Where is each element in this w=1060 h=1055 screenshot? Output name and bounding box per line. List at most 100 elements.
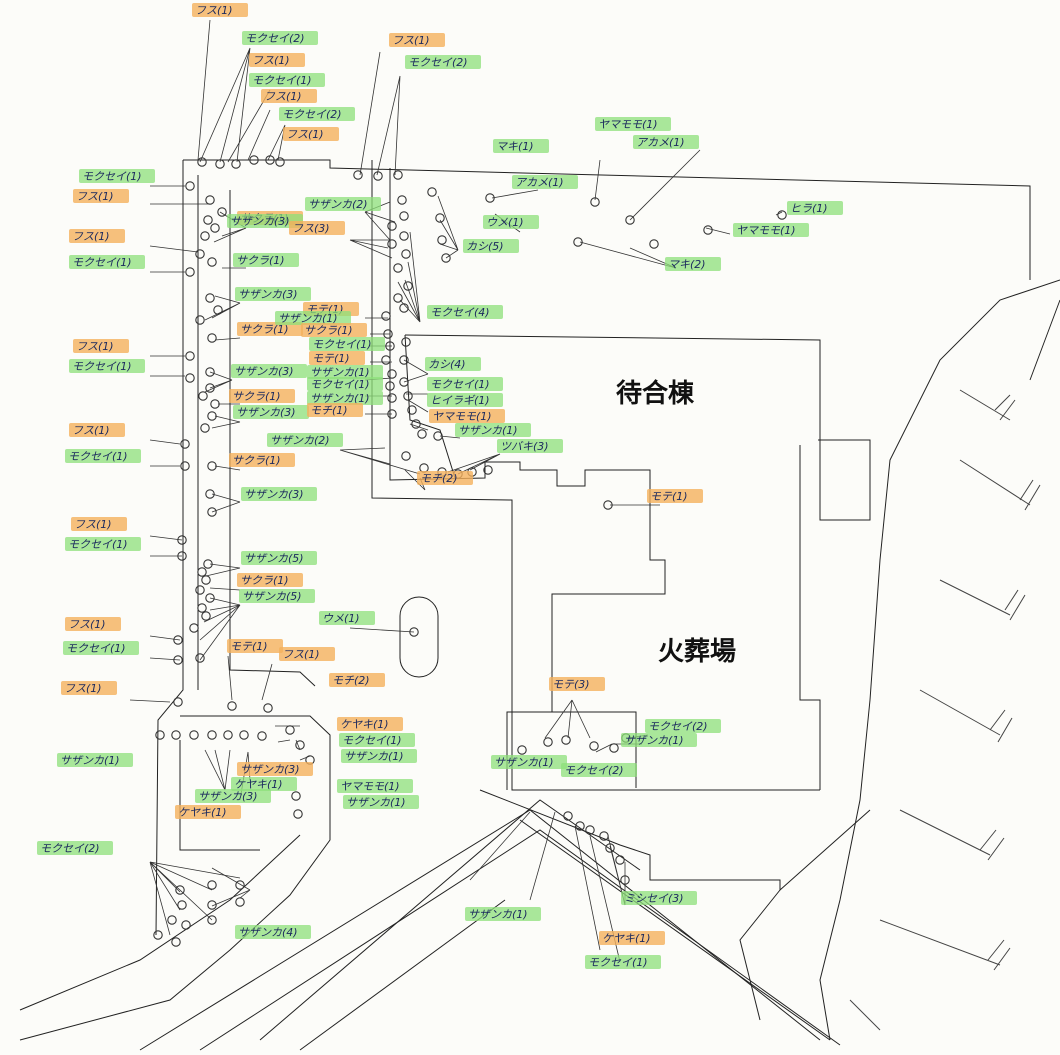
- plant-label-text: サザンカ(5): [242, 590, 302, 603]
- tree-marker: [197, 603, 207, 613]
- tree-marker: [227, 701, 237, 711]
- tree-marker: [195, 585, 205, 595]
- plant-label-text: モクセイ(1): [312, 338, 372, 351]
- label-highlight: [427, 377, 503, 391]
- plant-label-text: ツバキ(3): [500, 440, 549, 453]
- plant-label-text: カシ(5): [466, 240, 504, 253]
- plant-label-text: モクセイ(1): [342, 734, 402, 747]
- tree-marker: [409, 627, 419, 637]
- tree-marker: [213, 305, 223, 315]
- plant-label-text: サザンカ(1): [60, 754, 120, 767]
- plant-label: サザンカ(1): [491, 755, 567, 769]
- plant-label-text: フス(1): [76, 340, 114, 353]
- tree-marker: [411, 419, 421, 429]
- tree-marker: [563, 811, 573, 821]
- plant-label: サザンカ(2): [267, 433, 343, 447]
- label-highlight: [301, 323, 367, 337]
- plant-label: サクラ(1): [237, 322, 303, 336]
- tree-marker: [210, 399, 220, 409]
- plant-label: ウメ(1): [483, 215, 539, 229]
- tree-marker: [205, 195, 215, 205]
- plant-label-text: モクセイ(1): [68, 538, 128, 551]
- plant-label: サザンカ(1): [343, 795, 419, 809]
- tree-marker: [223, 730, 233, 740]
- tree-marker: [185, 373, 195, 383]
- plant-label-text: サクラ(1): [232, 454, 281, 467]
- plant-label: ウメ(1): [319, 611, 375, 625]
- label-highlight: [621, 733, 697, 747]
- tree-marker: [517, 745, 527, 755]
- tree-marker: [217, 207, 227, 217]
- tree-marker: [573, 237, 583, 247]
- plant-label: モクセイ(2): [279, 107, 355, 121]
- plant-label-text: サザンカ(4): [238, 926, 298, 939]
- tree-marker: [189, 623, 199, 633]
- tree-marker: [435, 213, 445, 223]
- tree-marker: [387, 409, 397, 419]
- plant-label: フス(1): [279, 647, 335, 661]
- plant-label-text: ヤマモモ(1): [736, 224, 796, 237]
- label-highlight: [309, 351, 365, 365]
- plant-label-text: モテ(1): [230, 640, 268, 653]
- tree-marker: [353, 170, 363, 180]
- plant-label: サクラ(1): [229, 389, 295, 403]
- plant-label-text: モテ(1): [650, 490, 688, 503]
- plant-label: モクセイ(2): [242, 31, 318, 45]
- plant-label-text: アカメ(1): [515, 176, 564, 189]
- tree-marker: [201, 575, 211, 585]
- plant-label: ヒイラギ(1): [427, 393, 503, 407]
- tree-marker: [153, 930, 163, 940]
- plant-label: フス(1): [283, 127, 339, 141]
- label-highlight: [733, 223, 809, 237]
- plant-label-text: サザンカ(3): [230, 215, 290, 228]
- plant-label: フス(1): [69, 423, 125, 437]
- building-label-waiting-hall: 待合棟: [616, 378, 695, 409]
- label-highlight: [561, 763, 637, 777]
- plant-label-text: サザンカ(2): [308, 198, 368, 211]
- plant-label: モクセイ(1): [585, 955, 661, 969]
- tree-marker: [171, 937, 181, 947]
- plant-label-text: ミシセイ(3): [624, 892, 684, 905]
- tree-marker: [575, 821, 585, 831]
- tree-marker: [265, 155, 275, 165]
- label-highlight: [483, 215, 539, 229]
- label-highlight: [237, 322, 303, 336]
- plant-label: サザンカ(1): [57, 753, 133, 767]
- plant-label-text: フス(1): [392, 34, 430, 47]
- plant-label-text: フス(1): [76, 190, 114, 203]
- plant-label-text: モクセイ(1): [66, 642, 126, 655]
- tree-marker: [777, 210, 787, 220]
- label-highlight: [549, 677, 605, 691]
- tree-marker: [387, 393, 397, 403]
- plant-label: サザンカ(3): [195, 789, 271, 803]
- tree-marker: [403, 281, 413, 291]
- label-highlight: [633, 135, 699, 149]
- label-highlight: [787, 201, 843, 215]
- label-highlight: [275, 311, 351, 325]
- plant-label: モクセイ(2): [37, 841, 113, 855]
- label-highlight: [79, 169, 155, 183]
- plant-label: サザンカ(2): [305, 197, 381, 211]
- label-highlight: [237, 573, 303, 587]
- label-highlight: [599, 931, 665, 945]
- tree-marker: [200, 423, 210, 433]
- label-highlight: [69, 359, 145, 373]
- plant-label-text: サザンカ(3): [198, 790, 258, 803]
- plant-labels: フス(1) モクセイ(2) フス(1) モクセイ(1) フス(1) モクセイ(2) フス(1…: [37, 3, 843, 969]
- plant-label-text: サザンカ(1): [468, 908, 528, 921]
- plant-label: モチ(2): [417, 471, 473, 485]
- tree-marker: [385, 341, 395, 351]
- plant-label-text: フス(1): [252, 54, 290, 67]
- plant-label: サザンカ(1): [307, 365, 383, 379]
- plant-label: カシ(4): [425, 357, 481, 371]
- label-highlight: [491, 755, 567, 769]
- plant-label: フス(1): [389, 33, 445, 47]
- plant-label: サザンカ(4): [235, 925, 311, 939]
- tree-marker: [561, 735, 571, 745]
- plant-label-text: ヒイラギ(1): [430, 394, 490, 407]
- label-highlight: [235, 925, 311, 939]
- tree-marker: [197, 157, 207, 167]
- plant-label: ヒラ(1): [787, 201, 843, 215]
- label-highlight: [61, 681, 117, 695]
- plant-label: モクセイ(4): [427, 305, 503, 319]
